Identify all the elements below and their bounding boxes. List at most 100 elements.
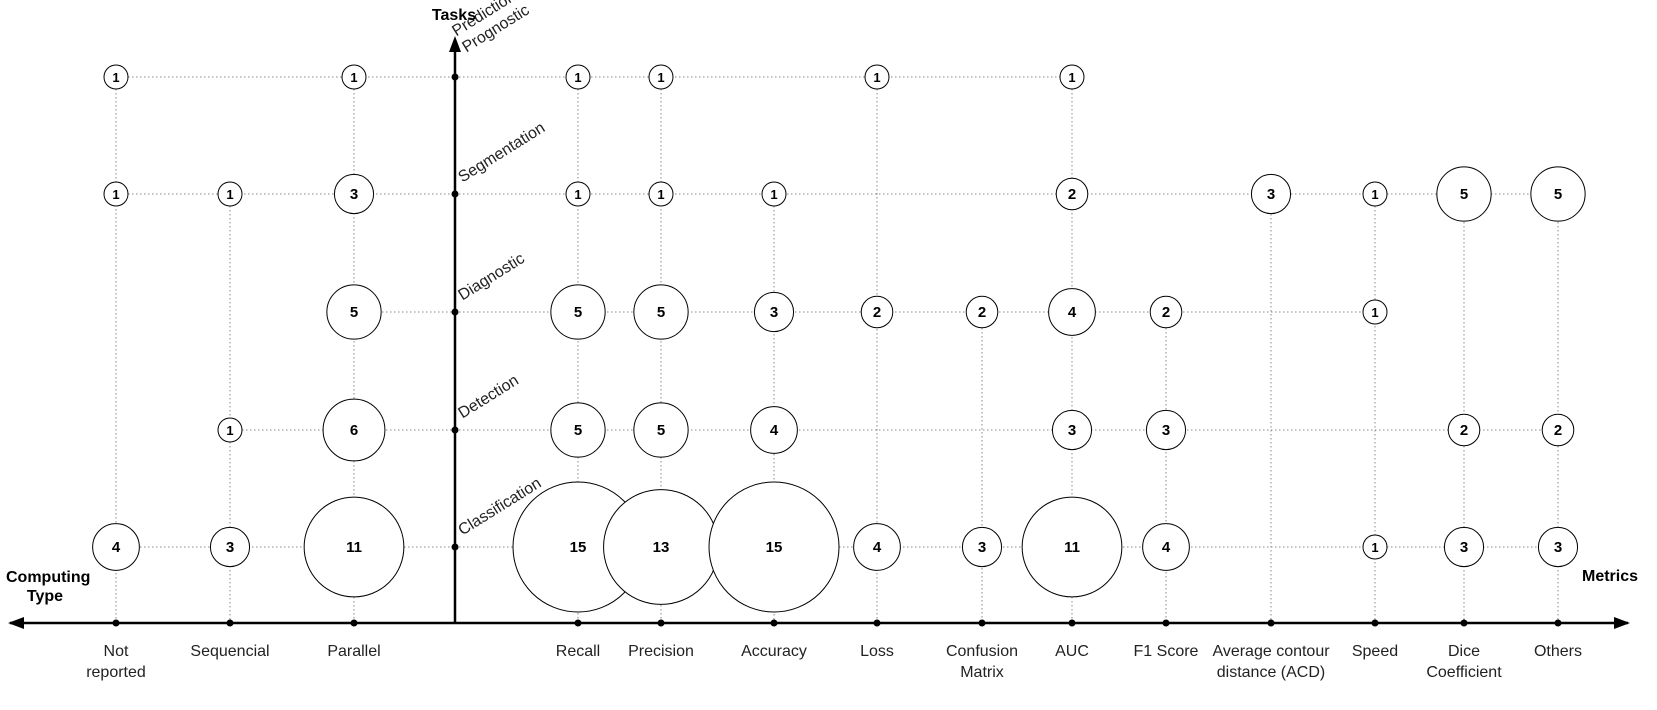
- task-axis-dot: [451, 190, 459, 198]
- bubble-value-segmentation-not-reported: 1: [112, 187, 119, 202]
- bubble-prediction-prognostic-precision: [648, 64, 674, 90]
- axis-tick-dot: [112, 619, 120, 627]
- task-axis-dot: [451, 73, 459, 81]
- bubble-value-segmentation-sequencial: 1: [226, 187, 233, 202]
- xlabel-precision: Precision: [628, 643, 694, 660]
- bubble-value-detection-others: 2: [1554, 422, 1562, 439]
- right-arrow-icon: [1614, 617, 1630, 629]
- bubble-diagnostic-loss: [860, 295, 894, 329]
- bubble-value-classification-recall: 15: [570, 539, 587, 556]
- bubble-segmentation-parallel: [333, 173, 375, 215]
- bubble-segmentation-not-reported: [103, 181, 129, 207]
- tasks-axis-title: Tasks: [431, 7, 477, 24]
- bubble-classification-loss: [853, 523, 901, 571]
- bubble-detection-accuracy: [750, 406, 798, 454]
- bubble-classification-auc: [1021, 496, 1123, 598]
- bubble-value-prediction-prognostic-auc: 1: [1068, 70, 1075, 85]
- task-axis-dot: [451, 543, 459, 551]
- up-arrow-icon: [449, 36, 461, 52]
- xlabel-others: Others: [1533, 643, 1582, 660]
- axis-tick-dot: [350, 619, 358, 627]
- bubble-value-segmentation-acd: 3: [1267, 186, 1275, 203]
- bubble-segmentation-dice: [1436, 166, 1492, 222]
- axis-tick-dot: [873, 619, 881, 627]
- bubble-detection-dice: [1447, 413, 1481, 447]
- xlabel-accuracy: Accuracy: [741, 643, 807, 660]
- bubble-value-diagnostic-loss: 2: [873, 304, 881, 321]
- bubble-value-diagnostic-accuracy: 3: [770, 304, 778, 321]
- bubble-value-segmentation-auc: 2: [1068, 186, 1076, 203]
- bubble-segmentation-auc: [1055, 177, 1089, 211]
- axis-tick-dot: [1554, 619, 1562, 627]
- bubble-value-prediction-prognostic-recall: 1: [574, 70, 581, 85]
- task-axis-dot: [451, 426, 459, 434]
- bubble-classification-not-reported: [92, 523, 140, 571]
- bubble-value-classification-loss: 4: [873, 539, 882, 556]
- bubble-segmentation-acd: [1250, 173, 1292, 215]
- bubble-value-diagnostic-parallel: 5: [350, 304, 358, 321]
- bubble-segmentation-speed: [1362, 181, 1388, 207]
- bubble-diagnostic-accuracy: [753, 291, 795, 333]
- bubble-detection-precision: [633, 402, 689, 458]
- bubble-value-segmentation-parallel: 3: [350, 186, 358, 203]
- bubble-diagnostic-speed: [1362, 299, 1388, 325]
- bubble-segmentation-accuracy: [761, 181, 787, 207]
- xlabel-dice: Dice Coefficient: [1426, 643, 1502, 681]
- xlabel-not-reported: Not reported: [86, 643, 146, 681]
- xlabel-auc: AUC: [1055, 643, 1089, 660]
- bubble-value-classification-not-reported: 4: [112, 539, 121, 556]
- axis-tick-dot: [770, 619, 778, 627]
- bubble-value-detection-f1-score: 3: [1162, 422, 1170, 439]
- bubble-detection-others: [1541, 413, 1575, 447]
- bubble-classification-others: [1537, 526, 1579, 568]
- task-axis-dot: [451, 308, 459, 316]
- xlabel-sequencial: Sequencial: [190, 643, 270, 660]
- bubble-value-detection-recall: 5: [574, 422, 582, 439]
- axis-tick-dot: [1068, 619, 1076, 627]
- axis-tick-dot: [978, 619, 986, 627]
- bubble-segmentation-precision: [648, 181, 674, 207]
- bubble-value-classification-parallel: 11: [346, 539, 362, 556]
- computing-type-axis-title: Computing Type: [6, 569, 91, 605]
- bubble-value-diagnostic-f1-score: 2: [1162, 304, 1170, 321]
- bubble-value-classification-others: 3: [1554, 539, 1562, 556]
- bubble-diagnostic-auc: [1048, 288, 1096, 336]
- bubble-value-detection-precision: 5: [657, 422, 665, 439]
- bubble-value-segmentation-dice: 5: [1460, 186, 1468, 203]
- bubble-value-detection-auc: 3: [1068, 422, 1076, 439]
- bubble-value-detection-parallel: 6: [350, 422, 358, 439]
- bubble-detection-auc: [1051, 409, 1093, 451]
- bubble-value-segmentation-precision: 1: [657, 187, 664, 202]
- bubble-prediction-prognostic-recall: [565, 64, 591, 90]
- bubble-value-segmentation-accuracy: 1: [770, 187, 777, 202]
- bubble-diagnostic-parallel: [326, 284, 382, 340]
- bubble-value-detection-dice: 2: [1460, 422, 1468, 439]
- axis-tick-dot: [1460, 619, 1468, 627]
- bubble-segmentation-recall: [565, 181, 591, 207]
- bubble-value-detection-sequencial: 1: [226, 423, 233, 438]
- bubble-classification-sequencial: [209, 526, 251, 568]
- xlabel-acd: Average contour distance (ACD): [1212, 643, 1330, 681]
- bubble-value-classification-sequencial: 3: [226, 539, 234, 556]
- bubble-diagnostic-f1-score: [1149, 295, 1183, 329]
- bubble-value-segmentation-others: 5: [1554, 186, 1562, 203]
- bubble-classification-parallel: [303, 496, 405, 598]
- bubble-value-classification-dice: 3: [1460, 539, 1468, 556]
- metrics-axis-title: Metrics: [1581, 568, 1639, 585]
- axis-tick-dot: [657, 619, 665, 627]
- bubble-detection-parallel: [322, 398, 386, 462]
- bubble-value-prediction-prognostic-not-reported: 1: [112, 70, 119, 85]
- bubble-value-classification-f1-score: 4: [1162, 539, 1171, 556]
- bubble-value-diagnostic-recall: 5: [574, 304, 582, 321]
- bubble-detection-f1-score: [1145, 409, 1187, 451]
- bubble-value-prediction-prognostic-precision: 1: [657, 70, 664, 85]
- bubble-diagnostic-recall: [550, 284, 606, 340]
- bubble-value-diagnostic-precision: 5: [657, 304, 665, 321]
- bubble-classification-confusion-matrix: [961, 526, 1003, 568]
- bubble-prediction-prognostic-not-reported: [103, 64, 129, 90]
- bubble-detection-recall: [550, 402, 606, 458]
- axis-tick-dot: [226, 619, 234, 627]
- axis-tick-dot: [1371, 619, 1379, 627]
